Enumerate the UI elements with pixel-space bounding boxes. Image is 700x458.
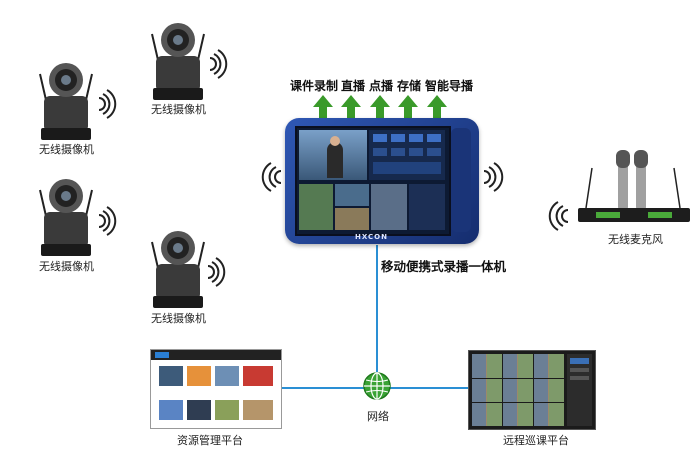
screen-thumb-2 [335, 184, 369, 206]
device-label: 移动便携式录播一体机 [381, 259, 507, 274]
network-globe [362, 371, 392, 401]
arrow-courseware [313, 95, 333, 133]
microphone-icon [578, 150, 690, 222]
device-grip [451, 128, 471, 232]
camera-icon [151, 231, 205, 308]
remote-platform-label: 远程巡课平台 [503, 434, 569, 447]
portable-recording-device: HXCON [285, 118, 479, 244]
screen-main-video [299, 130, 367, 180]
network-label: 网络 [367, 410, 389, 423]
globe-icon [363, 372, 391, 400]
device-screen [295, 126, 451, 236]
output-director-label: 智能导播 [425, 79, 474, 93]
screen-thumb-4 [371, 184, 407, 230]
screen-thumb-3 [335, 208, 369, 230]
camera-4-label: 无线摄像机 [151, 312, 206, 325]
output-storage-label: 存储 [397, 79, 422, 93]
wireless-camera-1 [138, 16, 218, 106]
arrow-vod [370, 95, 390, 133]
camera-icon [39, 179, 93, 256]
remote-platform-sidebar [567, 354, 592, 426]
wifi-signals [98, 49, 569, 287]
arrow-director [427, 95, 447, 133]
arrow-storage [398, 95, 418, 133]
wireless-camera-4 [138, 224, 218, 314]
resource-platform-screen [150, 349, 282, 429]
screen-thumb-1 [299, 184, 333, 230]
screen-thumb-5 [409, 184, 445, 230]
camera-2-label: 无线摄像机 [39, 143, 94, 156]
camera-icon [151, 23, 205, 100]
remote-platform-grid [472, 354, 564, 426]
output-courseware-label: 课件录制 [290, 79, 339, 93]
screen-control-panel [369, 130, 445, 180]
resource-platform-label: 资源管理平台 [177, 434, 243, 447]
device-brand: HXCON [355, 233, 388, 241]
camera-3-label: 无线摄像机 [39, 260, 94, 273]
arrow-live [341, 95, 361, 133]
output-vod-label: 点播 [369, 79, 394, 93]
wireless-microphone [574, 146, 692, 226]
camera-1-label: 无线摄像机 [151, 103, 206, 116]
wireless-camera-3 [26, 172, 106, 262]
resource-platform-header [151, 350, 281, 360]
camera-icon [39, 63, 93, 140]
output-live-label: 直播 [341, 79, 366, 93]
output-arrows [313, 95, 447, 133]
remote-platform-screen [468, 350, 596, 430]
wireless-camera-2 [26, 56, 106, 146]
microphone-label: 无线麦克风 [608, 233, 663, 246]
